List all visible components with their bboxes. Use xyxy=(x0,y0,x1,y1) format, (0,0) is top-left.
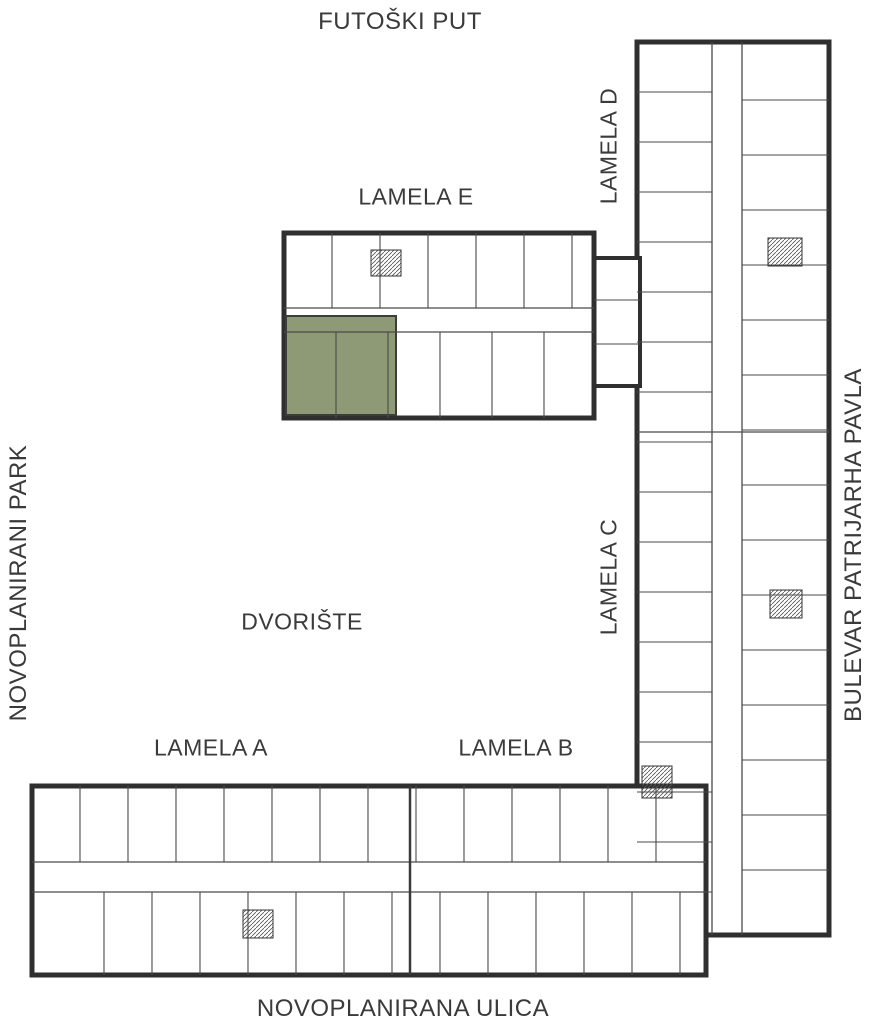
interior-walls-connector xyxy=(594,299,640,345)
interior-walls-lamela-e-bottom xyxy=(335,332,545,418)
building-connector-outline xyxy=(592,256,642,388)
interior-walls-bar-bottom xyxy=(103,892,681,975)
corridor-walls-tower xyxy=(637,42,829,935)
building-lamela-a-b-outline xyxy=(29,783,709,978)
interior-walls-bar-top xyxy=(79,786,657,862)
stairwell-lamela-c-icon xyxy=(769,589,803,619)
corridor-walls-bar xyxy=(32,861,706,893)
street-label-left: NOVOPLANIRANI PARK xyxy=(5,444,32,722)
stairwell-lamela-d-icon xyxy=(767,237,803,267)
courtyard-label: DVORIŠTE xyxy=(241,608,363,635)
building-label-lamela-b: LAMELA B xyxy=(458,734,574,761)
street-label-right: BULEVAR PATRIJARHA PAVLA xyxy=(840,368,867,722)
stairwell-lamela-a-icon xyxy=(242,909,274,939)
building-label-lamela-d: LAMELA D xyxy=(595,87,622,205)
stairwell-lamela-e-icon xyxy=(370,249,402,277)
building-label-lamela-a: LAMELA A xyxy=(154,734,268,761)
building-label-lamela-c: LAMELA C xyxy=(595,518,622,636)
highlighted-unit[interactable] xyxy=(285,315,397,416)
stairwell-junction-icon xyxy=(641,765,673,799)
building-label-lamela-e: LAMELA E xyxy=(358,183,474,210)
street-label-top: FUTOŠKI PUT xyxy=(318,8,482,35)
street-label-bottom: NOVOPLANIRANA ULICA xyxy=(256,995,550,1022)
interior-walls-tower-left xyxy=(637,91,712,893)
